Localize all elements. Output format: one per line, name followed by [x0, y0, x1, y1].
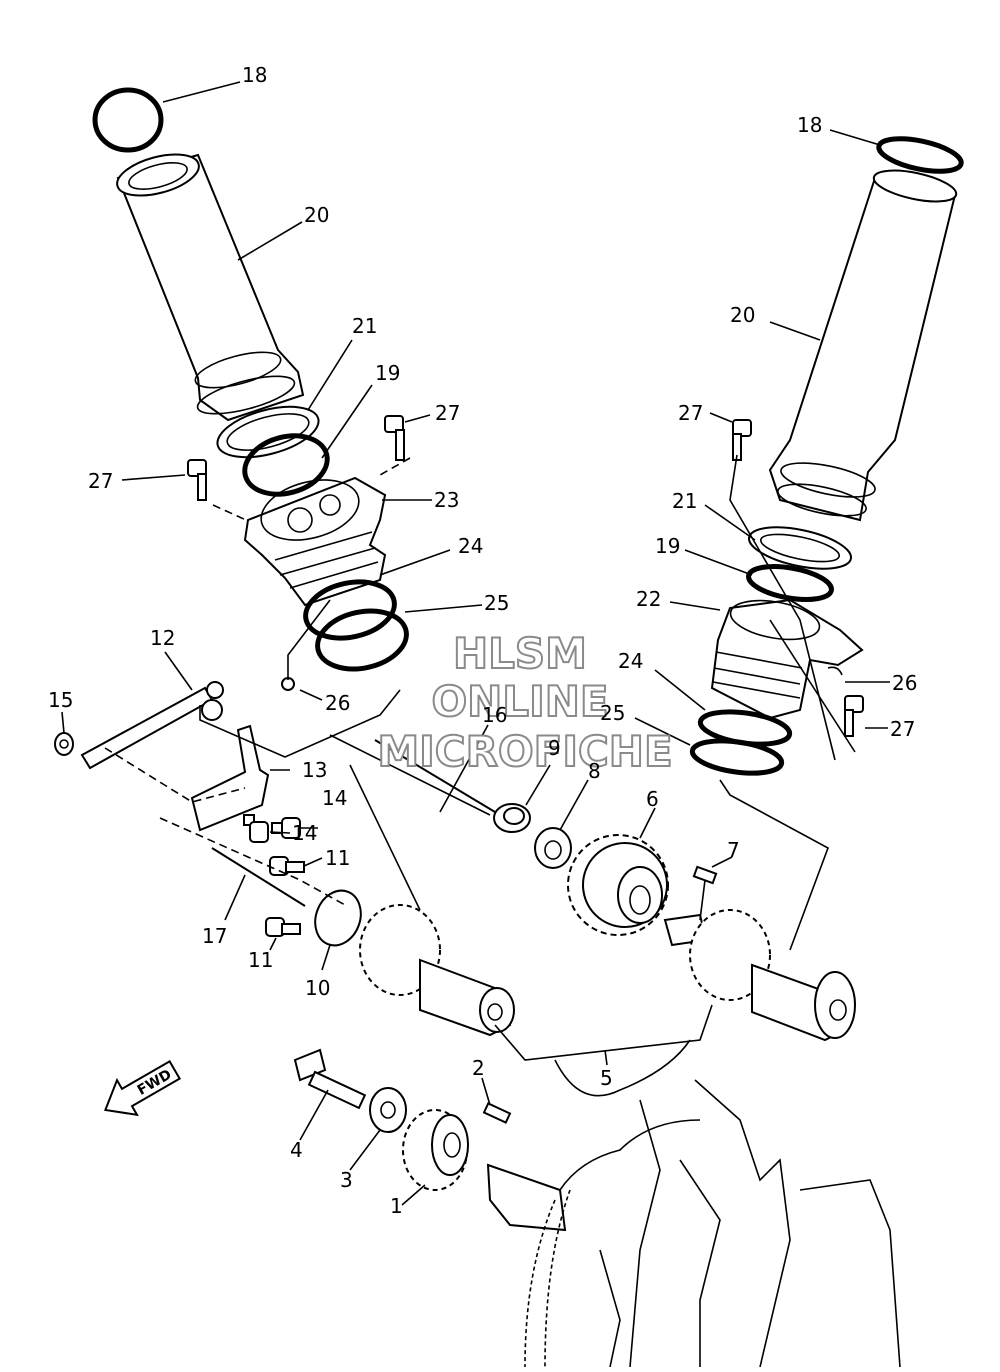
callout-24-left: 24: [458, 534, 483, 558]
gear-6: [567, 834, 669, 936]
callout-16: 16: [482, 703, 507, 727]
callout-2: 2: [472, 1056, 485, 1080]
screw-11-a: [269, 856, 305, 876]
o-ring-24-left: [303, 579, 397, 641]
screw-14-b: [243, 814, 269, 843]
callout-4: 4: [290, 1138, 303, 1162]
pin-26-right: [827, 666, 843, 676]
housing-23: [243, 476, 387, 607]
rod-16: [374, 739, 496, 813]
left-balancer-tube-assembly: [92, 87, 409, 691]
callout-7: 7: [727, 838, 740, 862]
callout-24-right: 24: [618, 649, 643, 673]
watermark-line-2: ONLINE: [431, 677, 608, 726]
callout-5: 5: [600, 1066, 613, 1090]
washer-3: [369, 1087, 407, 1133]
washer-21-right: [747, 526, 853, 570]
o-ring-18-left: [92, 87, 164, 153]
callout-27-left-a: 27: [435, 401, 460, 425]
washer-8: [534, 827, 572, 869]
callout-10: 10: [305, 976, 330, 1000]
bolt-27-right-b: [844, 695, 864, 737]
plate-10: [314, 889, 362, 947]
callout-15: 15: [48, 688, 73, 712]
bolt-27-left-a: [384, 415, 405, 461]
o-ring-18-right: [876, 136, 964, 174]
watermark: HLSM ONLINE MICROFICHE: [376, 628, 673, 777]
housing-22: [710, 598, 864, 720]
fwd-arrow: FWD: [103, 1059, 182, 1117]
leader-lines: [61, 81, 890, 1206]
callout-19-right: 19: [655, 534, 680, 558]
washer-21-left: [216, 405, 320, 459]
callout-25-left: 25: [484, 591, 509, 615]
callout-17: 17: [202, 924, 227, 948]
o-ring-25-right: [689, 738, 785, 776]
tube-20-left: [116, 153, 305, 422]
callout-21-left: 21: [352, 314, 377, 338]
callout-18-right: 18: [797, 113, 822, 137]
callout-22: 22: [636, 587, 661, 611]
callout-11-b: 11: [248, 948, 273, 972]
callout-20-left: 20: [304, 203, 329, 227]
callout-18-left: 18: [242, 63, 267, 87]
rod-17: [211, 847, 306, 907]
callout-12: 12: [150, 626, 175, 650]
o-ring-19-left: [242, 433, 330, 497]
washer-15: [54, 732, 74, 756]
assembly-lines: [104, 454, 856, 1061]
balancer-shaft-5-left: [359, 904, 515, 1037]
callout-13: 13: [302, 758, 327, 782]
callout-8: 8: [588, 759, 601, 783]
key-2: [482, 1102, 512, 1124]
callout-23: 23: [434, 488, 459, 512]
shaft-12: [80, 681, 224, 770]
bolt-4: [293, 1048, 367, 1110]
callout-26-left: 26: [325, 691, 350, 715]
bolt-27-right-a: [732, 419, 752, 461]
key-7: [692, 865, 718, 885]
crankshaft-outline: [486, 1039, 901, 1368]
balancer-shaft-5-right: [663, 909, 856, 1042]
nut-9: [493, 803, 531, 833]
callout-27-left-b: 27: [88, 469, 113, 493]
gear-1: [402, 1109, 469, 1191]
callout-11-a: 11: [325, 846, 350, 870]
tube-20-right: [768, 169, 958, 522]
callout-27-right-a: 27: [678, 401, 703, 425]
callout-27-right-b: 27: [890, 717, 915, 741]
callouts: 18 20 21 19 27 27 23 24 25 26 12 15 16 1…: [48, 63, 917, 1218]
callout-6: 6: [646, 787, 659, 811]
callout-1: 1: [390, 1194, 403, 1218]
o-ring-25-left: [315, 608, 409, 672]
callout-25-right: 25: [600, 701, 625, 725]
callout-14-b: 14: [292, 821, 317, 845]
watermark-line-1: HLSM: [453, 629, 587, 678]
callout-20-right: 20: [730, 303, 755, 327]
watermark-line-3: MICROFICHE: [377, 727, 672, 776]
lower-drive-parts: FWD: [54, 681, 901, 1368]
callout-3: 3: [340, 1168, 353, 1192]
callout-21-right: 21: [672, 489, 697, 513]
right-balancer-tube-assembly: [689, 136, 964, 776]
screw-11-b: [265, 917, 301, 937]
callout-19-left: 19: [375, 361, 400, 385]
bracket-13: [190, 724, 270, 832]
bolt-27-left-b: [187, 459, 207, 501]
callout-26-right: 26: [892, 671, 917, 695]
callout-14-a: 14: [322, 786, 347, 810]
callout-9: 9: [548, 736, 561, 760]
